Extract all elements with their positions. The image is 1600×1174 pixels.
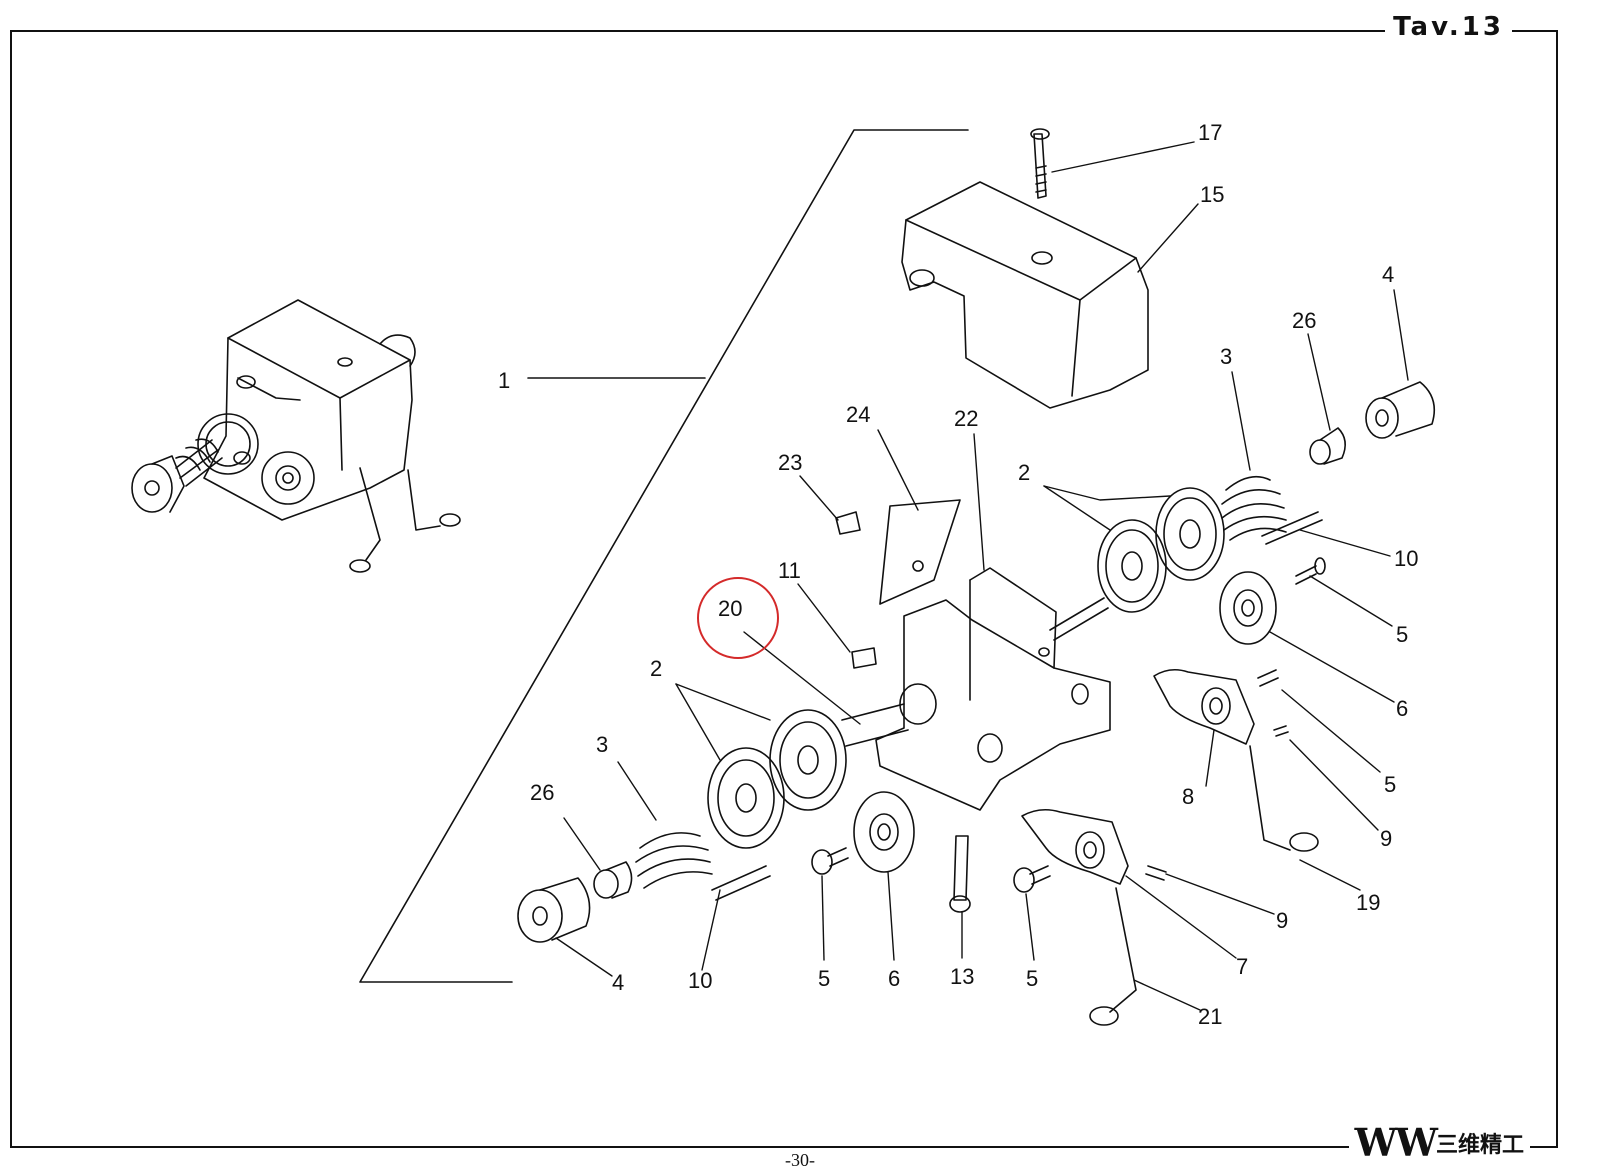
- callout-13: 13: [950, 964, 974, 989]
- callout-2: 2: [650, 656, 662, 681]
- callout-21: 21: [1198, 1004, 1222, 1029]
- callout-15: 15: [1200, 182, 1224, 207]
- callout-10: 10: [688, 968, 712, 993]
- callout-2: 2: [1018, 460, 1030, 485]
- callout-7: 7: [1236, 954, 1248, 979]
- callout-3: 3: [596, 732, 608, 757]
- callout-5: 5: [1396, 622, 1408, 647]
- page-number: -30-: [785, 1150, 815, 1170]
- callout-26: 26: [1292, 308, 1316, 333]
- right-parts-stack: [1097, 381, 1436, 645]
- brand-name: 三维精工: [1435, 1132, 1524, 1158]
- callout-20: 20: [718, 596, 742, 621]
- callout-1: 1: [498, 368, 510, 393]
- leader-lines: [555, 141, 1409, 1011]
- callout-23: 23: [778, 450, 802, 475]
- part-cover: [901, 128, 1149, 409]
- callout-9: 9: [1276, 908, 1288, 933]
- callout-5: 5: [1026, 966, 1038, 991]
- drawing-frame: [10, 30, 1558, 1148]
- callout-4: 4: [1382, 262, 1394, 287]
- highlight-circle: [697, 577, 779, 659]
- brand-mark-echo: W: [1395, 1120, 1438, 1165]
- left-parts-stack: [517, 709, 1051, 943]
- assembled-unit-illustration: [131, 299, 461, 573]
- callout-8: 8: [1182, 784, 1194, 809]
- callout-6: 6: [1396, 696, 1408, 721]
- callout-9: 9: [1380, 826, 1392, 851]
- callout-5: 5: [1384, 772, 1396, 797]
- callout-19: 19: [1356, 890, 1380, 915]
- lever-parts: [1021, 668, 1319, 1026]
- callout-labels: 1 17 15 4 26 3 24 22 23 2 10 5 11 20 2 6…: [498, 120, 1418, 1029]
- callout-24: 24: [846, 402, 870, 427]
- callout-6: 6: [888, 966, 900, 991]
- callout-26: 26: [530, 780, 554, 805]
- callout-3: 3: [1220, 344, 1232, 369]
- callout-11: 11: [778, 558, 801, 583]
- callout-17: 17: [1198, 120, 1222, 145]
- assembly-bracket-lines: [359, 129, 969, 983]
- brand-logo: W W 三维精工: [1348, 1120, 1530, 1165]
- part-base-block: [835, 499, 1111, 811]
- callout-5: 5: [818, 966, 830, 991]
- callout-4: 4: [612, 970, 624, 995]
- plate-label: Tav.13: [1385, 12, 1512, 42]
- callout-22: 22: [954, 406, 978, 431]
- callout-10: 10: [1394, 546, 1418, 571]
- brand-mark: W: [1354, 1120, 1398, 1165]
